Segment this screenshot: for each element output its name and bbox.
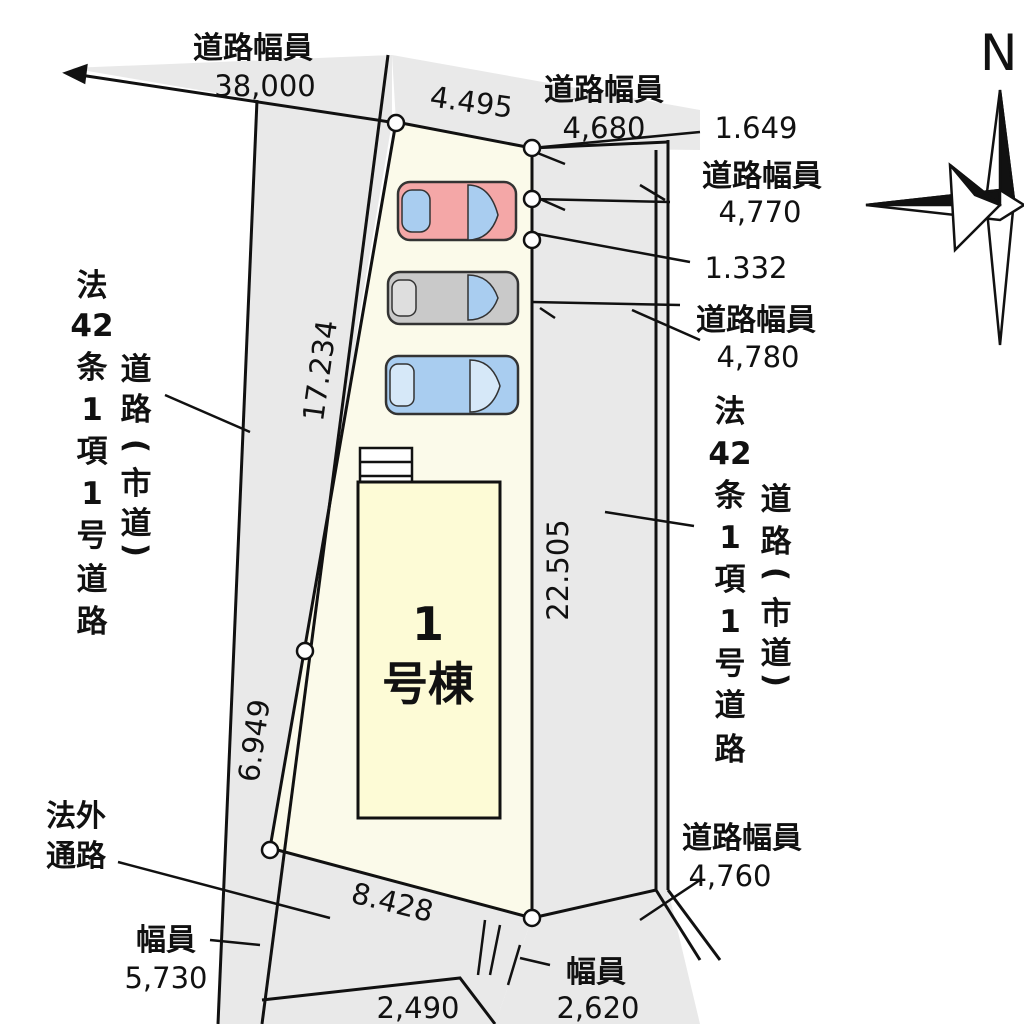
west-road-strip [218, 55, 392, 1024]
dim-corner-b: 1.332 [704, 251, 787, 285]
west-article-4: 1 [81, 392, 103, 428]
east-article-7: 号 [715, 646, 746, 682]
dim-east-long: 22.505 [541, 519, 575, 620]
west-sub-1: 道 [121, 352, 152, 388]
east-sub-4: 市 [761, 596, 792, 632]
road-width-e1-value: 4,770 [718, 195, 801, 229]
road-width-s1-value: 5,730 [124, 961, 207, 995]
building-name: 号棟 [382, 657, 475, 711]
west-sub-3: ( [118, 439, 154, 453]
west-article-9: 路 [77, 604, 109, 640]
east-road-area [495, 140, 700, 1024]
west-sub-2: 路 [121, 392, 153, 428]
building-footprint [356, 480, 502, 820]
west-road-type: 法 42 条 1 項 1 号 道 路 道 路 ( 市 道 ) [70, 268, 154, 640]
east-article-1: 法 [715, 394, 746, 430]
east-article-4: 1 [719, 520, 741, 556]
building-number: 1 [412, 597, 444, 651]
north-road-area [392, 55, 700, 150]
road-width-s2-value: 2,620 [556, 991, 639, 1024]
leader-lines [117, 130, 701, 986]
east-sub-6: ) [758, 673, 794, 687]
south-road-type-2: 通路 [46, 839, 107, 874]
west-sub-4: 市 [121, 466, 152, 502]
west-article-6: 1 [81, 476, 103, 512]
road-width-ne-label: 道路幅員 [544, 73, 664, 108]
parking-car-1 [396, 180, 518, 242]
east-article-6: 1 [719, 604, 741, 640]
east-sub-1: 道 [761, 482, 792, 518]
east-article-3: 条 [715, 478, 746, 514]
dim-south-road: 2,490 [376, 991, 459, 1024]
east-sub-3: ( [758, 567, 794, 581]
west-sub-6: ) [118, 543, 154, 557]
road-width-s1-label: 幅員 [136, 923, 196, 958]
road-boundaries [216, 54, 722, 1024]
road-width-nw-value: 38,000 [214, 69, 315, 103]
road-width-nw-label: 道路幅員 [193, 31, 313, 66]
compass-label: N [980, 24, 1017, 82]
east-article-2: 42 [708, 436, 751, 472]
east-article-8: 道 [715, 688, 746, 724]
road-width-se-label: 道路幅員 [682, 821, 802, 856]
compass-icon [865, 89, 1024, 346]
east-article-5: 項 [715, 562, 747, 598]
parking-car-2 [386, 270, 520, 326]
east-sub-2: 路 [761, 524, 793, 560]
north-west-arrow [62, 63, 391, 124]
parking-car-3 [384, 354, 520, 416]
road-width-ne-value: 4,680 [562, 111, 645, 145]
dim-corner-a: 1.649 [714, 111, 797, 145]
east-article-9: 路 [715, 732, 747, 768]
east-sub-5: 道 [761, 636, 792, 672]
road-width-se-value: 4,760 [688, 859, 771, 893]
road-width-e2-value: 4,780 [716, 340, 799, 374]
south-road-type-1: 法外 [46, 799, 106, 834]
west-article-5: 項 [77, 434, 109, 470]
west-article-3: 条 [77, 350, 108, 386]
south-road-area [262, 848, 532, 1024]
west-article-1: 法 [77, 268, 108, 304]
west-article-8: 道 [77, 562, 108, 598]
road-width-s2-label: 幅員 [566, 955, 626, 990]
road-width-e1-label: 道路幅員 [702, 159, 822, 194]
road-width-e2-label: 道路幅員 [696, 303, 816, 338]
boundary-markers [260, 113, 542, 928]
west-article-2: 42 [70, 308, 113, 344]
west-sub-5: 道 [121, 506, 152, 542]
west-article-7: 号 [77, 518, 108, 554]
east-road-type: 法 42 条 1 項 1 号 道 路 道 路 ( 市 道 ) [708, 394, 794, 768]
